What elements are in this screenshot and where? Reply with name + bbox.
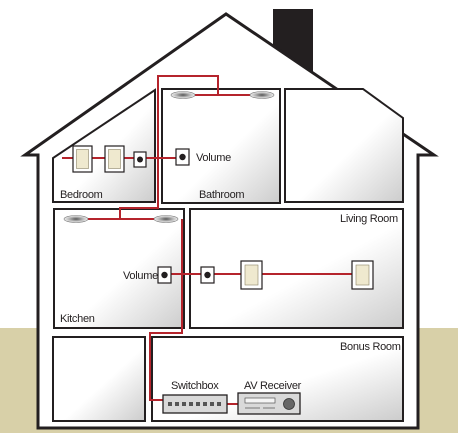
ceiling-speaker-icon bbox=[170, 91, 196, 99]
room-basement-left bbox=[52, 336, 146, 422]
wall-speaker-icon bbox=[104, 145, 125, 173]
wall-speaker-icon bbox=[351, 260, 374, 290]
ceiling-speaker-icon bbox=[249, 91, 275, 99]
av-receiver-icon bbox=[237, 392, 301, 415]
room-label-kitchen: Kitchen bbox=[60, 313, 95, 325]
room-label-bedroom: Bedroom bbox=[60, 189, 103, 201]
room-label-bathroom: Bathroom bbox=[199, 189, 244, 201]
wall-speaker-icon bbox=[240, 260, 263, 290]
wire-attic-run bbox=[157, 75, 219, 158]
volume-control-icon bbox=[175, 148, 190, 166]
wire-trunk bbox=[149, 219, 183, 401]
av-receiver-label: AV Receiver bbox=[244, 380, 302, 392]
switchbox-label: Switchbox bbox=[171, 380, 219, 392]
room-upper-right bbox=[284, 88, 404, 203]
ceiling-speaker-icon bbox=[63, 215, 89, 223]
volume-label-bathroom: Volume bbox=[196, 152, 231, 164]
rooms bbox=[52, 88, 404, 422]
wall-speaker-icon bbox=[72, 145, 93, 173]
ceiling-speaker-icon bbox=[153, 215, 179, 223]
switchbox-icon bbox=[162, 394, 228, 414]
volume-control-icon bbox=[157, 266, 172, 284]
volume-control-icon bbox=[200, 266, 215, 284]
room-bathroom bbox=[161, 88, 281, 204]
volume-label-kitchen: Volume bbox=[123, 270, 158, 282]
wire-kitchen-ceiling bbox=[119, 158, 159, 219]
volume-control-icon bbox=[133, 151, 147, 168]
room-bedroom bbox=[52, 88, 156, 203]
room-label-living-room: Living Room bbox=[340, 213, 398, 225]
room-label-bonus-room: Bonus Room bbox=[340, 341, 401, 353]
